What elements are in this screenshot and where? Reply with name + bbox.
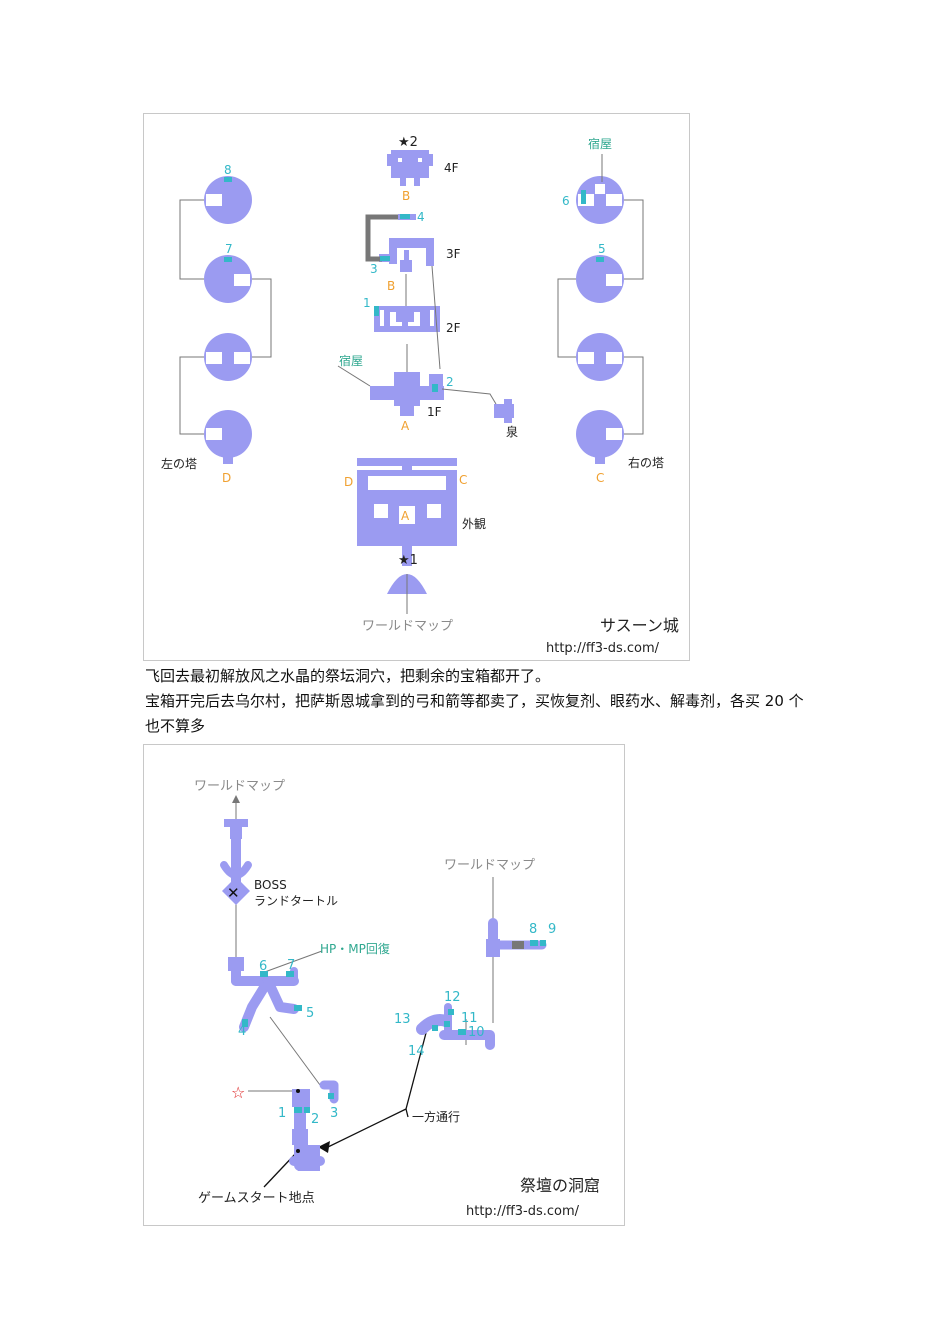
star-marker: ☆ bbox=[231, 1083, 245, 1102]
door-b-3f: B bbox=[387, 279, 395, 293]
right-tower-label: 右の塔 bbox=[628, 455, 664, 470]
one-way-label: 一方通行 bbox=[412, 1109, 460, 1124]
chest-13: 13 bbox=[394, 1012, 411, 1027]
svg-text:✕: ✕ bbox=[227, 884, 240, 902]
floor-1f-label: 1F bbox=[427, 405, 442, 419]
chest-1: 1 bbox=[363, 296, 371, 310]
altar-cave-map-drawing: ✕ 1 2 3 4 5 6 7 8 9 10 11 12 13 14 ワールドマ… bbox=[194, 779, 600, 1219]
door-b-4f: B bbox=[402, 189, 410, 203]
world-map-label: ワールドマップ bbox=[362, 619, 453, 634]
exterior-label: 外観 bbox=[462, 517, 486, 531]
chest-8: 8 bbox=[529, 922, 537, 937]
chest-14: 14 bbox=[408, 1044, 425, 1059]
door-a-exterior: A bbox=[401, 509, 410, 523]
chest-5: 5 bbox=[306, 1006, 314, 1021]
door-c-right: C bbox=[596, 471, 604, 485]
world-map-right-label: ワールドマップ bbox=[444, 858, 535, 873]
chest-7: 7 bbox=[287, 958, 295, 973]
star-1-label: ★1 bbox=[398, 553, 418, 568]
map-title: 祭壇の洞窟 bbox=[520, 1176, 600, 1195]
chest-8: 8 bbox=[224, 163, 232, 177]
altar-cave-map: ✕ 1 2 3 4 5 6 7 8 9 10 11 12 13 14 ワールドマ… bbox=[143, 744, 625, 1226]
sasune-castle-map-drawing: 8 7 6 5 4 3 1 2 B B A D C D C A 宿屋 宿屋 ★2… bbox=[161, 135, 679, 656]
chest-5: 5 bbox=[598, 242, 606, 256]
source-url: http://ff3-ds.com/ bbox=[466, 1204, 580, 1219]
paragraph-2: 宝箱开完后去乌尔村，把萨斯恩城拿到的弓和箭等都卖了，买恢复剂、眼药水、解毒剂，各… bbox=[145, 692, 804, 735]
source-url: http://ff3-ds.com/ bbox=[546, 641, 660, 656]
chest-2: 2 bbox=[311, 1112, 319, 1127]
chest-3: 3 bbox=[330, 1106, 338, 1121]
chest-3: 3 bbox=[370, 262, 378, 276]
map-title: サスーン城 bbox=[600, 616, 679, 635]
game-start-label: ゲームスタート地点 bbox=[198, 1191, 315, 1206]
floor-3f-label: 3F bbox=[446, 247, 461, 261]
chest-4: 4 bbox=[417, 210, 425, 224]
door-c-exterior: C bbox=[459, 473, 467, 487]
left-tower-label: 左の塔 bbox=[161, 456, 197, 471]
chest-9: 9 bbox=[548, 922, 556, 937]
chest-4: 4 bbox=[238, 1024, 246, 1039]
floor-4f-label: 4F bbox=[444, 161, 459, 175]
chest-7: 7 bbox=[225, 242, 233, 256]
hp-mp-recovery-label: HP・MP回復 bbox=[320, 941, 390, 956]
world-map-left-label: ワールドマップ bbox=[194, 779, 285, 794]
chest-6: 6 bbox=[562, 194, 570, 208]
chest-10: 10 bbox=[468, 1025, 485, 1040]
boss-label: BOSS bbox=[254, 878, 287, 892]
chest-12: 12 bbox=[444, 990, 461, 1005]
chest-1: 1 bbox=[278, 1106, 286, 1121]
star-2-label: ★2 bbox=[398, 135, 418, 150]
chest-6: 6 bbox=[259, 959, 267, 974]
chest-11: 11 bbox=[461, 1011, 478, 1026]
inn-1f-label: 宿屋 bbox=[339, 353, 363, 368]
door-d-left: D bbox=[222, 471, 231, 485]
sasune-castle-map: 8 7 6 5 4 3 1 2 B B A D C D C A 宿屋 宿屋 ★2… bbox=[143, 113, 690, 661]
chest-2: 2 bbox=[446, 375, 454, 389]
floor-2f-label: 2F bbox=[446, 321, 461, 335]
door-d-exterior: D bbox=[344, 475, 353, 489]
boss-name-label: ランドタートル bbox=[254, 894, 338, 908]
inn-right-label: 宿屋 bbox=[588, 136, 612, 151]
door-a-1f: A bbox=[401, 419, 410, 433]
spring-label: 泉 bbox=[506, 425, 518, 439]
paragraph-1: 飞回去最初解放风之水晶的祭坛洞穴，把剩余的宝箱都开了。 bbox=[145, 667, 551, 685]
